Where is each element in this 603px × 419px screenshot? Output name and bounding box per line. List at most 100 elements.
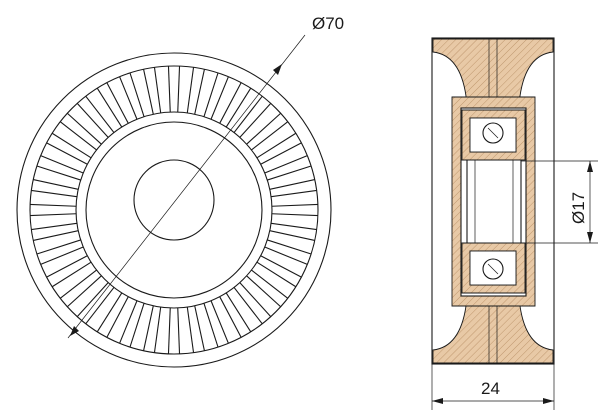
rib-edge-13-0	[85, 287, 115, 325]
rib-edge-29-0	[203, 72, 219, 117]
rib-edge-21-0	[46, 142, 88, 165]
rib-edge-0-0	[271, 203, 318, 207]
rib-edge-25-1	[129, 72, 145, 117]
width-label: 24	[481, 379, 500, 398]
rib-edge-31-0	[233, 95, 263, 133]
rib-edge-18-1	[30, 203, 77, 207]
rib-edge-23-1	[85, 95, 115, 133]
rib-edge-3-1	[256, 261, 297, 288]
rim-inner-circle	[29, 65, 319, 355]
rib-edge-31-1	[239, 102, 272, 138]
rib-edge-11-0	[129, 303, 145, 348]
rib-edge-16-0	[40, 246, 84, 265]
rib-edge-17-1	[31, 222, 77, 231]
bearing-bottom-ball-space	[469, 250, 517, 286]
rib-edge-7-0	[210, 300, 229, 344]
rib-edge-23-0	[76, 102, 109, 138]
rib-edge-25-0	[119, 76, 138, 120]
rib-edge-28-1	[194, 69, 205, 115]
ribs-group	[30, 66, 318, 354]
rib-edge-6-0	[225, 292, 252, 333]
front-view: Ø70	[16, 14, 344, 368]
rib-edge-10-0	[153, 307, 162, 353]
outer-rim-circle	[16, 52, 332, 368]
rib-edge-29-1	[210, 76, 229, 120]
rib-edge-30-1	[225, 87, 252, 128]
rib-edge-19-1	[33, 179, 79, 190]
rib-edge-33-1	[260, 142, 302, 165]
bearing-outer-race	[460, 107, 527, 297]
rib-edge-13-1	[76, 282, 109, 318]
width-dim-arrow-left	[432, 398, 443, 404]
diameter-leader-line	[67, 34, 306, 339]
rib-edge-32-1	[251, 121, 289, 151]
side-section-view: Ø17 24	[431, 37, 598, 410]
leader-arrow-top	[273, 64, 282, 75]
rib-edge-19-0	[31, 189, 77, 198]
rib-edge-32-0	[246, 112, 282, 145]
rib-edge-11-1	[119, 300, 138, 344]
rib-edge-35-0	[269, 179, 315, 190]
leader-arrow-bottom	[70, 326, 79, 336]
rib-edge-27-1	[177, 66, 181, 113]
rib-edge-2-0	[267, 239, 312, 255]
rib-edge-34-1	[267, 165, 312, 181]
bearing-top-ball-space	[469, 117, 517, 153]
bore-dim-arrow-top	[587, 161, 593, 172]
bearing-bottom-ball	[482, 258, 504, 280]
rib-edge-15-1	[46, 255, 88, 278]
bottom-web-section	[432, 303, 554, 364]
hub-inner-circle	[85, 121, 263, 299]
rib-edge-26-1	[153, 67, 162, 113]
rib-edge-4-1	[246, 275, 282, 308]
bearing-top-ball	[482, 122, 504, 144]
rib-edge-18-0	[30, 213, 77, 217]
rib-edge-14-0	[66, 275, 102, 308]
rib-edge-12-1	[96, 292, 123, 333]
rib-edge-20-0	[36, 165, 81, 181]
rib-edge-33-0	[256, 132, 297, 159]
rib-edge-2-1	[264, 246, 308, 265]
rib-edge-27-0	[167, 66, 171, 113]
rib-edge-1-0	[271, 222, 317, 231]
bore-diameter-label: Ø17	[569, 192, 588, 224]
rib-edge-30-0	[219, 82, 242, 124]
rib-edge-24-0	[96, 87, 123, 128]
rib-edge-20-1	[40, 155, 84, 174]
bearing-bottom-ball-tick	[487, 263, 499, 275]
bore-circle	[133, 159, 215, 241]
rib-edge-35-1	[271, 189, 317, 198]
outer-diameter-label: Ø70	[312, 14, 344, 33]
bore-dim-arrow-bottom	[587, 232, 593, 243]
rib-edge-34-0	[264, 155, 308, 174]
rib-edge-5-1	[233, 287, 263, 325]
pulley-body-outline	[431, 37, 555, 365]
bearing-top-ball-tick	[487, 127, 499, 139]
rib-edge-28-0	[186, 67, 195, 113]
rib-edge-22-0	[59, 121, 97, 151]
rib-edge-0-1	[271, 213, 318, 217]
rib-edge-17-0	[33, 230, 79, 241]
rib-edge-24-1	[106, 82, 129, 124]
rib-edge-9-1	[167, 307, 171, 354]
rib-edge-8-0	[194, 305, 205, 351]
rib-edge-21-1	[51, 132, 92, 159]
rib-edge-4-0	[251, 269, 289, 299]
rib-edge-26-0	[143, 69, 154, 115]
rib-edge-10-1	[143, 305, 154, 351]
rib-edge-12-0	[106, 296, 129, 338]
rib-edge-1-1	[269, 230, 315, 241]
rib-edge-6-1	[219, 296, 242, 338]
rib-edge-22-1	[66, 112, 102, 145]
rib-edge-8-1	[186, 307, 195, 353]
rib-edge-3-0	[260, 255, 302, 278]
rib-edge-15-0	[51, 261, 92, 288]
rib-edge-9-0	[177, 307, 181, 354]
top-web-section	[432, 38, 554, 99]
width-dim-arrow-right	[543, 398, 554, 404]
hub-outer-circle	[75, 111, 273, 309]
rib-edge-16-1	[36, 239, 81, 255]
rib-edge-14-1	[59, 269, 97, 299]
